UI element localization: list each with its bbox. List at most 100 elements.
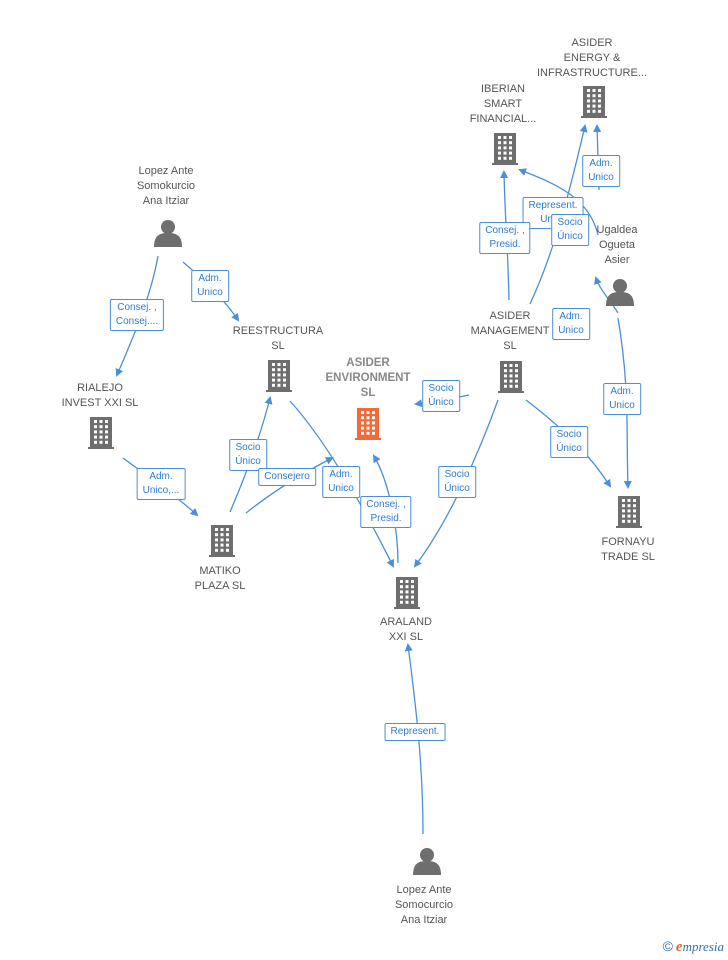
edge-label-line: Socio: [556, 429, 582, 440]
edge-label-e13[interactable]: Adm. Unico: [322, 466, 360, 498]
node-label-line: ASIDER: [571, 37, 613, 49]
edge-label-line: Único: [235, 456, 261, 467]
edge-label-line: Único: [444, 483, 470, 494]
node-label-line: ASIDER: [489, 310, 531, 322]
node-label-line: FINANCIAL...: [469, 113, 537, 125]
edge-label-line: Represent.: [390, 726, 440, 737]
company-building-icon[interactable]: [581, 86, 607, 118]
edge-label-line: Unico: [328, 483, 354, 494]
node-label-line: Somokurcio: [136, 180, 196, 192]
node-label-line: REESTRUCTURA: [232, 325, 324, 337]
edge-label-line: Adm.: [329, 469, 353, 480]
edge-e6: [594, 276, 619, 314]
node-label-line: Ana Itziar: [142, 195, 190, 207]
edge-label-line: Presid.: [370, 513, 402, 524]
node-label-asider-energy[interactable]: ASIDER ENERGY & INFRASTRUCTURE...: [537, 36, 647, 81]
person-icon[interactable]: [154, 220, 182, 247]
node-label-line: IBERIAN: [480, 83, 525, 95]
node-label-line: ARALAND: [380, 616, 432, 628]
edge-e2: [518, 168, 599, 236]
edge-label-line: Adm.: [589, 158, 613, 169]
node-label-line: ENERGY &: [563, 52, 621, 64]
empresia-logo[interactable]: ©empresia: [662, 938, 724, 955]
node-label-line: SL: [503, 340, 517, 352]
company-building-icon[interactable]: [616, 496, 642, 528]
node-label-line: Asier: [604, 254, 630, 266]
company-building-icon[interactable]: [266, 360, 292, 392]
edge-label-line: Consej. ,: [366, 499, 406, 510]
edge-label-e14[interactable]: Consej. , Presid.: [360, 496, 412, 528]
node-label-line: MATIKO: [199, 565, 241, 577]
edge-label-line: Consejero: [264, 471, 310, 482]
node-label-iberian-smart[interactable]: IBERIAN SMART FINANCIAL...: [470, 82, 537, 127]
edge-label-e17[interactable]: Represent.: [384, 723, 446, 741]
company-building-icon[interactable]: [498, 361, 524, 393]
edge-label-line: Unico: [197, 287, 223, 298]
edge-label-line: Socio: [444, 469, 470, 480]
node-label-matiko[interactable]: MATIKO PLAZA SL: [195, 564, 246, 594]
node-label-asider-mgmt[interactable]: ASIDER MANAGEMENT SL: [471, 309, 550, 354]
edge-label-line: Único: [556, 443, 582, 454]
company-building-icon[interactable]: [209, 525, 235, 557]
node-label-araland[interactable]: ARALAND XXI SL: [380, 615, 432, 645]
node-label-line: Lopez Ante: [396, 884, 452, 896]
node-label-line: ENVIRONMENT: [325, 372, 411, 384]
node-label-line: FORNAYU: [601, 536, 655, 548]
edge-label-e5[interactable]: Consej. ,Consej....: [109, 299, 165, 331]
edge-label-e6[interactable]: Adm.Unico: [552, 308, 590, 340]
node-label-line: Somocurcio: [394, 899, 454, 911]
node-label-line: SMART: [483, 98, 523, 110]
node-label-line: RIALEJO: [77, 382, 123, 394]
edge-label-line: Consej. ,: [117, 302, 157, 313]
company-building-icon[interactable]: [88, 417, 114, 449]
focus-company-building-icon[interactable]: [355, 408, 381, 440]
person-icon[interactable]: [413, 848, 441, 875]
node-label-line: XXI SL: [388, 631, 424, 643]
edge-label-line: Adm.: [198, 273, 222, 284]
edge-label-line: Unico: [609, 400, 635, 411]
edge-label-e3[interactable]: Consej. , Presid.: [479, 222, 531, 254]
node-label-line: Ugaldea: [596, 224, 638, 236]
edge-label-line: Presid.: [489, 239, 521, 250]
edge-label-line: Unico,...: [142, 485, 180, 496]
node-label-line: PLAZA SL: [194, 580, 246, 592]
edge-label-line: Adm.: [610, 386, 634, 397]
node-label-line: INFRASTRUCTURE...: [537, 67, 647, 79]
node-label-line: Ana Itziar: [400, 914, 448, 926]
edge-label-line: Adm.: [149, 471, 173, 482]
edge-label-line: Único: [428, 397, 454, 408]
node-label-line: Ogueta: [598, 239, 636, 251]
node-label-line: Lopez Ante: [138, 165, 194, 177]
node-label-line: ASIDER: [346, 357, 390, 369]
node-label-line: SL: [360, 387, 376, 399]
edge-label-line: Socio: [235, 442, 261, 453]
edge-label-line: Único: [557, 231, 583, 242]
node-label-rialejo[interactable]: RIALEJO INVEST XXI SL: [62, 381, 139, 411]
node-label-asider-env[interactable]: ASIDER ENVIRONMENT SL: [326, 356, 411, 401]
edge-label-line: Unico: [558, 325, 584, 336]
edge-label-line: Socio: [557, 217, 583, 228]
company-building-icon[interactable]: [394, 577, 420, 609]
node-label-line: MANAGEMENT: [470, 325, 550, 337]
edge-label-line: Consej. ,: [485, 225, 525, 236]
edge-label-e10[interactable]: Adm. Unico,...: [136, 468, 186, 500]
edge-label-e8[interactable]: Adm. Unico: [603, 383, 641, 415]
edge-label-e4[interactable]: Adm. Unico: [191, 270, 229, 302]
person-icon[interactable]: [606, 279, 634, 306]
edge-label-line: Socio: [428, 383, 454, 394]
edge-label-e12[interactable]: Consejero: [258, 468, 316, 486]
edge-label-e1[interactable]: Adm.Unico: [582, 155, 620, 187]
company-building-icon[interactable]: [492, 133, 518, 165]
node-label-line: INVEST XXI SL: [61, 397, 139, 409]
